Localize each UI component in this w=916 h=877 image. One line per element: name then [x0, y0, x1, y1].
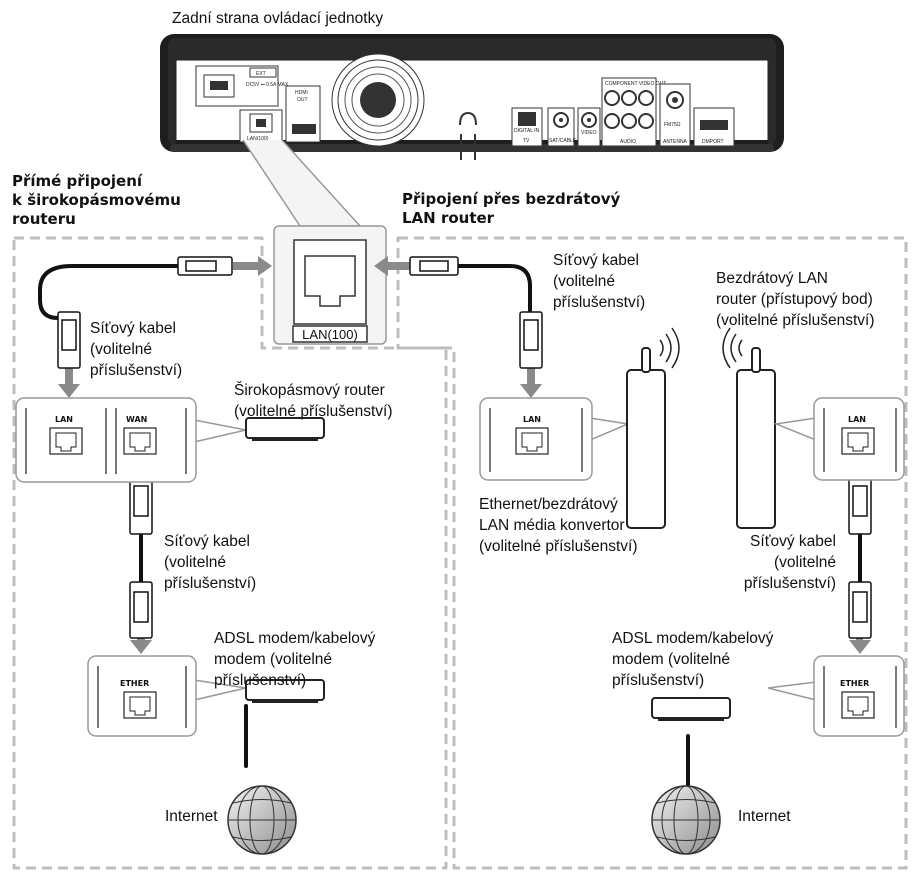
right-modem-device — [651, 697, 731, 721]
access-point-ports: LAN — [773, 397, 905, 481]
panel-hdmi-out-label: OUT — [297, 97, 308, 103]
direct-connection-region — [12, 236, 448, 870]
arrow-modem-down — [849, 628, 871, 654]
left-heading-line3: routeru — [12, 210, 76, 228]
panel-ext-label: EXT — [256, 71, 266, 77]
plug-left-horizontal — [177, 256, 233, 276]
lan-port-enlarged: LAN(100) — [273, 225, 387, 345]
access-point-label-line3: (volitelné příslušenství) — [716, 312, 875, 329]
right-heading-line1: Připojení přes bezdrátový — [402, 190, 621, 208]
right-cable-top-line3: příslušenství) — [553, 294, 646, 311]
left-cable-top-line2: (volitelné — [90, 341, 153, 358]
left-modem-label-line3: příslušenství) — [214, 672, 307, 689]
internet-globe-icon — [651, 785, 721, 855]
panel-satcable-label: SAT/CABLE — [549, 138, 577, 144]
panel-lan-small-label: LAN(100) — [247, 136, 269, 142]
panel-fm-label: FM75Ω — [664, 122, 681, 128]
arrow-left-to-port — [233, 256, 272, 276]
panel-dmport-label: DMPORT — [702, 139, 724, 145]
arrow-right-to-converter — [520, 368, 542, 398]
plug-right-router — [848, 477, 872, 535]
router-port-lan-label: LAN — [55, 415, 73, 424]
panel-antenna-label: ANTENNA — [663, 139, 688, 145]
arrow-left-to-router — [58, 368, 80, 398]
left-heading-line1: Přímé připojení — [12, 172, 143, 190]
right-cable-mid-line3: příslušenství) — [743, 575, 836, 592]
left-modem-device — [245, 679, 325, 703]
internet-globe-icon — [227, 785, 297, 855]
converter-ports: LAN — [479, 397, 631, 481]
access-point-device — [722, 327, 776, 529]
lan-callout-wedge — [242, 139, 362, 227]
right-cable-mid-line1: Síťový kabel — [750, 533, 836, 550]
plug-left-down — [57, 311, 81, 369]
media-converter-device — [626, 327, 680, 529]
control-unit-rear-panel: EXT DC5V ⎓ 0.5A MAX LAN(100) HDMI OUT DI… — [160, 34, 784, 160]
wireless-connection-region — [396, 236, 908, 870]
arrow-right-to-port — [374, 256, 410, 276]
left-cable-top-line3: příslušenství) — [90, 362, 183, 379]
right-modem-label-line1: ADSL modem/kabelový — [612, 630, 774, 647]
panel-dc-label: DC5V ⎓ 0.5A MAX — [246, 82, 289, 88]
left-cable-mid-line2: (volitelné — [164, 554, 227, 571]
lan-port-label: LAN(100) — [302, 327, 358, 342]
left-modem-ether-label: ETHER — [120, 679, 149, 688]
right-heading-line2: LAN router — [402, 209, 495, 227]
broadband-router-device — [245, 417, 325, 441]
plug-left-wan — [129, 477, 153, 535]
arrow-ether-down — [130, 628, 152, 654]
panel-video-label: VIDEO — [581, 130, 597, 136]
converter-port-lan-label: LAN — [523, 415, 541, 424]
panel-hdmi-label: HDMI — [295, 90, 308, 96]
left-cable-mid-line1: Síťový kabel — [164, 533, 250, 550]
left-cable-mid-line3: příslušenství) — [164, 575, 257, 592]
cable-right-top — [456, 264, 532, 312]
cable-left-top — [38, 264, 192, 320]
right-cable-mid-line2: (volitelné — [773, 554, 836, 571]
left-modem-label-line2: modem (volitelné — [214, 651, 333, 668]
left-modem-ports: ETHER — [87, 655, 247, 737]
right-modem-label-line3: příslušenství) — [612, 672, 705, 689]
broadband-router-ports: LAN WAN — [15, 397, 247, 483]
access-point-label-line2: router (přístupový bod) — [716, 291, 873, 308]
access-point-port-lan-label: LAN — [848, 415, 866, 424]
panel-component-label: COMPONENT VIDEO OUT — [605, 81, 666, 87]
left-modem-label-line1: ADSL modem/kabelový — [214, 630, 376, 647]
router-port-wan-label: WAN — [126, 415, 147, 424]
wifi-signal-icon — [659, 327, 680, 369]
panel-tv-label: TV — [523, 138, 530, 144]
converter-label-line3: (volitelné příslušenství) — [479, 538, 638, 555]
wifi-signal-icon — [722, 327, 743, 369]
plug-right-horizontal — [409, 256, 459, 276]
access-point-label-line1: Bezdrátový LAN — [716, 270, 828, 287]
right-modem-ports: ETHER — [767, 655, 905, 737]
right-internet-label: Internet — [738, 808, 791, 825]
broadband-router-label-line1: Širokopásmový router — [234, 382, 385, 399]
right-cable-top-line2: (volitelné — [553, 273, 616, 290]
right-modem-label-line2: modem (volitelné — [612, 651, 731, 668]
left-internet-label: Internet — [165, 808, 218, 825]
plug-left-ether — [129, 581, 153, 639]
converter-label-line2: LAN média konvertor — [479, 517, 625, 534]
right-modem-ether-label: ETHER — [840, 679, 869, 688]
cooling-fan — [331, 53, 425, 147]
diagram-title: Zadní strana ovládací jednotky — [172, 10, 384, 27]
panel-audio-label: AUDIO — [620, 139, 636, 145]
plug-right-down — [519, 311, 543, 369]
left-heading-line2: k širokopásmovému — [12, 191, 181, 209]
left-cable-top-line1: Síťový kabel — [90, 320, 176, 337]
panel-digital-label: DIGITAL IN — [514, 128, 540, 134]
broadband-router-label-line2: (volitelné příslušenství) — [234, 403, 393, 420]
right-cable-top-line1: Síťový kabel — [553, 252, 639, 269]
converter-label-line1: Ethernet/bezdrátový — [479, 496, 618, 513]
plug-right-modem — [848, 581, 872, 639]
